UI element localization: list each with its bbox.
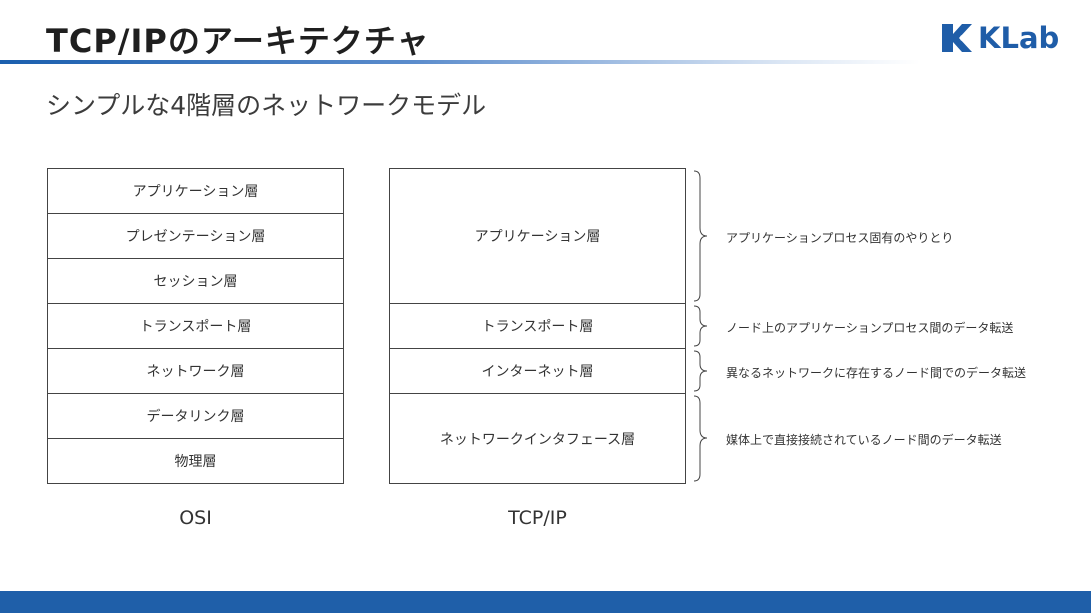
osi-layer: ネットワーク層 <box>48 349 343 394</box>
brace-network-interface <box>693 395 708 482</box>
subtitle: シンプルな4階層のネットワークモデル <box>46 91 487 120</box>
osi-layer-stack: アプリケーション層 プレゼンテーション層 セッション層 トランスポート層 ネット… <box>47 168 344 484</box>
osi-layer: セッション層 <box>48 259 343 304</box>
tcpip-caption: TCP/IP <box>508 507 567 529</box>
slide-title: TCP/IPのアーキテクチャ <box>46 22 430 60</box>
title-underline <box>0 60 920 64</box>
osi-caption: OSI <box>179 507 212 529</box>
tcpip-layer: アプリケーション層 <box>390 169 685 304</box>
tcpip-layer: ネットワークインタフェース層 <box>439 431 636 448</box>
tcpip-layer-stack: アプリケーション層 トランスポート層 インターネット層 ネットワークインタフェー… <box>389 168 686 484</box>
layer-description: 媒体上で直接接続されているノード間のデータ転送 <box>726 433 1002 447</box>
osi-layer: データリンク層 <box>48 394 343 439</box>
brace-internet <box>693 350 708 392</box>
klab-logo-mark-icon <box>942 24 972 52</box>
osi-layer: プレゼンテーション層 <box>48 214 343 259</box>
layer-description: ノード上のアプリケーションプロセス間のデータ転送 <box>726 321 1014 335</box>
osi-layer: トランスポート層 <box>48 304 343 349</box>
brace-application <box>693 170 708 302</box>
brace-transport <box>693 305 708 347</box>
layer-description: 異なるネットワークに存在するノード間でのデータ転送 <box>726 366 1027 380</box>
osi-layer: アプリケーション層 <box>48 169 343 214</box>
footer-bar <box>0 591 1091 613</box>
layer-description: アプリケーションプロセス固有のやりとり <box>726 231 954 245</box>
klab-logo: KLab <box>940 20 1070 56</box>
osi-layer: 物理層 <box>174 454 217 470</box>
tcpip-layer: インターネット層 <box>390 349 685 394</box>
logo-text: KLab <box>978 21 1060 55</box>
tcpip-layer: トランスポート層 <box>390 304 685 349</box>
